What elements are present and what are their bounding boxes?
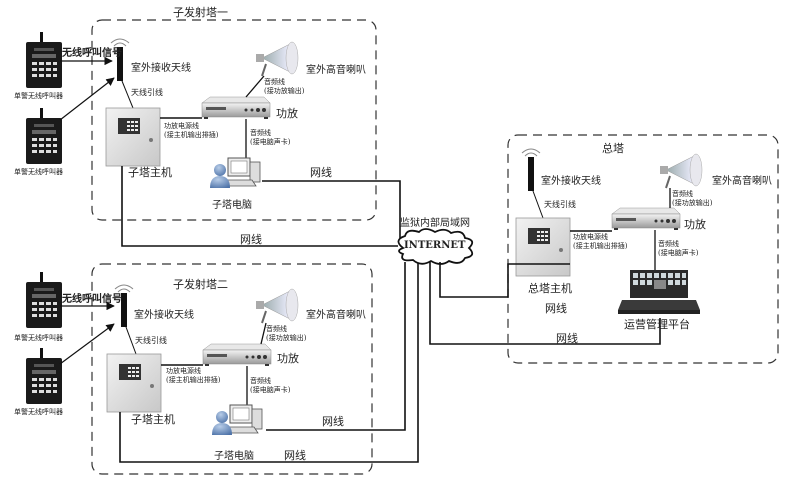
- antenna-lead-label: 天线引线: [135, 336, 167, 345]
- power-line-label: 功放电源线(接主机输出排插): [166, 367, 221, 384]
- amplifier-icon: [611, 207, 681, 231]
- audio-out-label: 音频线(接功放输出): [264, 78, 305, 95]
- speaker-icon: [255, 41, 299, 77]
- host-box-icon: [105, 107, 161, 167]
- speaker-icon: [255, 288, 299, 324]
- signal-arrow: [59, 323, 115, 365]
- host-label: 子塔主机: [128, 166, 172, 179]
- network-cable: [439, 262, 570, 298]
- host-box-icon: [515, 217, 571, 277]
- antenna-lead-label: 天线引线: [131, 88, 163, 97]
- computer-icon: [209, 157, 261, 189]
- audio-in-label: 音频线(接电脑声卡): [250, 129, 291, 146]
- host-label: 子塔主机: [131, 413, 175, 426]
- internet-label: INTERNET: [404, 240, 466, 251]
- antenna-lead-label: 天线引线: [544, 200, 576, 209]
- tower-title: 子发射塔一: [173, 6, 228, 19]
- signal-arrow: [59, 77, 115, 121]
- speaker-icon: [659, 153, 703, 189]
- audio-out-cable: [245, 75, 265, 98]
- network-cable: [429, 262, 661, 345]
- tower-frame-main: [507, 134, 779, 364]
- audio-in-label: 音频线(接电脑声卡): [658, 240, 699, 257]
- caller-label: 单警无线呼叫器: [14, 92, 63, 100]
- amp-label: 功放: [277, 352, 299, 365]
- audio-out-cable: [260, 322, 267, 345]
- signal-label: 无线呼叫信号: [62, 48, 122, 59]
- caller-device-icon: [26, 272, 62, 328]
- speaker-label: 室外高音喇叭: [712, 176, 772, 187]
- network-line-label: 网线: [310, 166, 332, 179]
- signal-label: 无线呼叫信号: [62, 294, 122, 305]
- amp-label: 功放: [276, 107, 298, 120]
- network-line-label: 网线: [240, 233, 262, 246]
- tower-title: 总塔: [602, 142, 624, 155]
- network-line-label: 网线: [545, 302, 567, 315]
- power-line-label: 功放电源线(接主机输出排插): [573, 233, 628, 250]
- network-cable: [121, 166, 398, 247]
- caller-device-icon: [26, 348, 62, 404]
- antenna-lead-line: [125, 326, 137, 355]
- management-console-icon: [618, 270, 700, 314]
- caller-device-icon: [26, 108, 62, 164]
- audio-in-label: 音频线(接电脑声卡): [250, 377, 291, 394]
- speaker-label: 室外高音喇叭: [306, 310, 366, 321]
- network-cable: [262, 180, 412, 242]
- computer-label: 子塔电脑: [212, 200, 252, 211]
- antenna-label: 室外接收天线: [541, 176, 601, 187]
- antenna-icon: [521, 148, 541, 192]
- antenna-lead-line: [532, 190, 544, 219]
- caller-label: 单警无线呼叫器: [14, 408, 63, 416]
- host-box-icon: [106, 353, 162, 413]
- antenna-label: 室外接收天线: [131, 63, 191, 74]
- antenna-lead-line: [121, 80, 134, 109]
- network-cable: [119, 262, 419, 463]
- caller-device-icon: [26, 32, 62, 88]
- antenna-label: 室外接收天线: [134, 310, 194, 321]
- tower-title: 子发射塔二: [173, 278, 228, 291]
- audio-out-label: 音频线(接功放输出): [672, 190, 713, 207]
- network-line-label: 网线: [556, 332, 578, 345]
- amp-label: 功放: [684, 218, 706, 231]
- tower-frame-sub1: [91, 19, 377, 221]
- speaker-label: 室外高音喇叭: [306, 65, 366, 76]
- network-line-label: 网线: [284, 449, 306, 462]
- network-line-label: 网线: [322, 415, 344, 428]
- network-cable: [266, 262, 406, 431]
- platform-label: 运营管理平台: [624, 318, 690, 331]
- lan-label: 监狱内部局域网: [400, 218, 470, 229]
- audio-out-label: 音频线(接功放输出): [266, 325, 307, 342]
- caller-label: 单警无线呼叫器: [14, 334, 63, 342]
- caller-label: 单警无线呼叫器: [14, 168, 63, 176]
- computer-icon: [211, 404, 263, 436]
- amplifier-icon: [202, 343, 272, 367]
- host-label: 总塔主机: [528, 282, 572, 295]
- amplifier-icon: [201, 96, 271, 120]
- power-line-label: 功放电源线(接主机输出排插): [164, 122, 219, 139]
- computer-label: 子塔电脑: [214, 451, 254, 462]
